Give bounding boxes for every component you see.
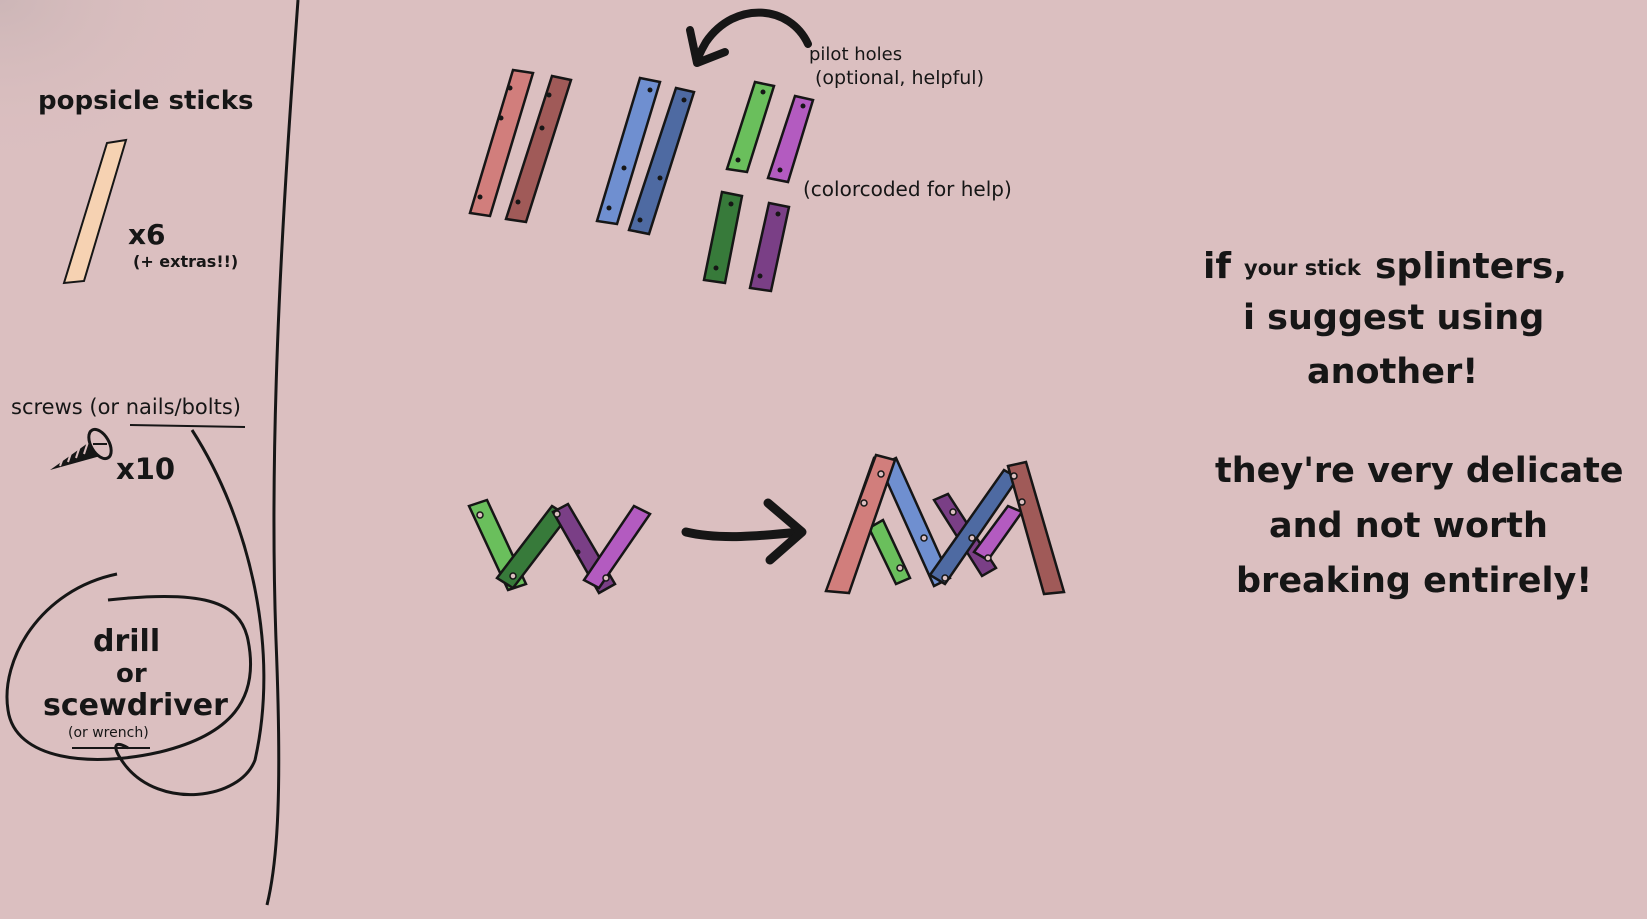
screws-title: screws (or nails/bolts) (11, 395, 241, 419)
tip-breaking: breaking entirely! (1236, 561, 1593, 601)
tool-note-wrench: (or wrench) (68, 725, 149, 741)
m-shape-assembly (824, 453, 1066, 596)
tip-suggest: i suggest using (1243, 298, 1545, 338)
curved-arrow-icon (686, 8, 812, 67)
colorcoded-note: (colorcoded for help) (803, 177, 1012, 201)
w-shape-assembly (467, 498, 652, 595)
stick-pair-blue (595, 76, 696, 236)
stick-pair-red (468, 68, 573, 224)
stick-pair-green-purple-lower (702, 190, 791, 293)
tool-line-screwdriver: scewdriver (43, 688, 228, 723)
tip-splinters: splinters, (1375, 246, 1567, 287)
screw-icon (50, 427, 113, 470)
tool-circle (5, 572, 253, 761)
screws-count: x10 (116, 452, 176, 486)
stick-pair-green-purple-upper (725, 80, 815, 184)
popsicle-stick-icon (62, 138, 128, 285)
arrow-right-icon (681, 498, 807, 565)
popsicle-sticks-extras: (+ extras!!) (133, 252, 239, 271)
tip-your-stick: your stick (1244, 256, 1361, 280)
pilot-holes-label: pilot holes (809, 44, 903, 65)
divider-line (265, 0, 300, 906)
popsicle-sticks-count: x6 (128, 218, 166, 251)
popsicle-sticks-title: popsicle sticks (38, 86, 254, 116)
tip-delicate: they're very delicate (1215, 451, 1624, 491)
tip-another: another! (1307, 352, 1479, 392)
vignette (0, 0, 700, 500)
tool-line-drill: drill (93, 624, 161, 659)
tool-line-or: or (116, 659, 147, 689)
pilot-holes-note: (optional, helpful) (815, 67, 984, 89)
nails-bolts-underline (129, 424, 246, 428)
tip-not-worth: and not worth (1269, 506, 1548, 546)
tip-if: if (1203, 246, 1232, 287)
